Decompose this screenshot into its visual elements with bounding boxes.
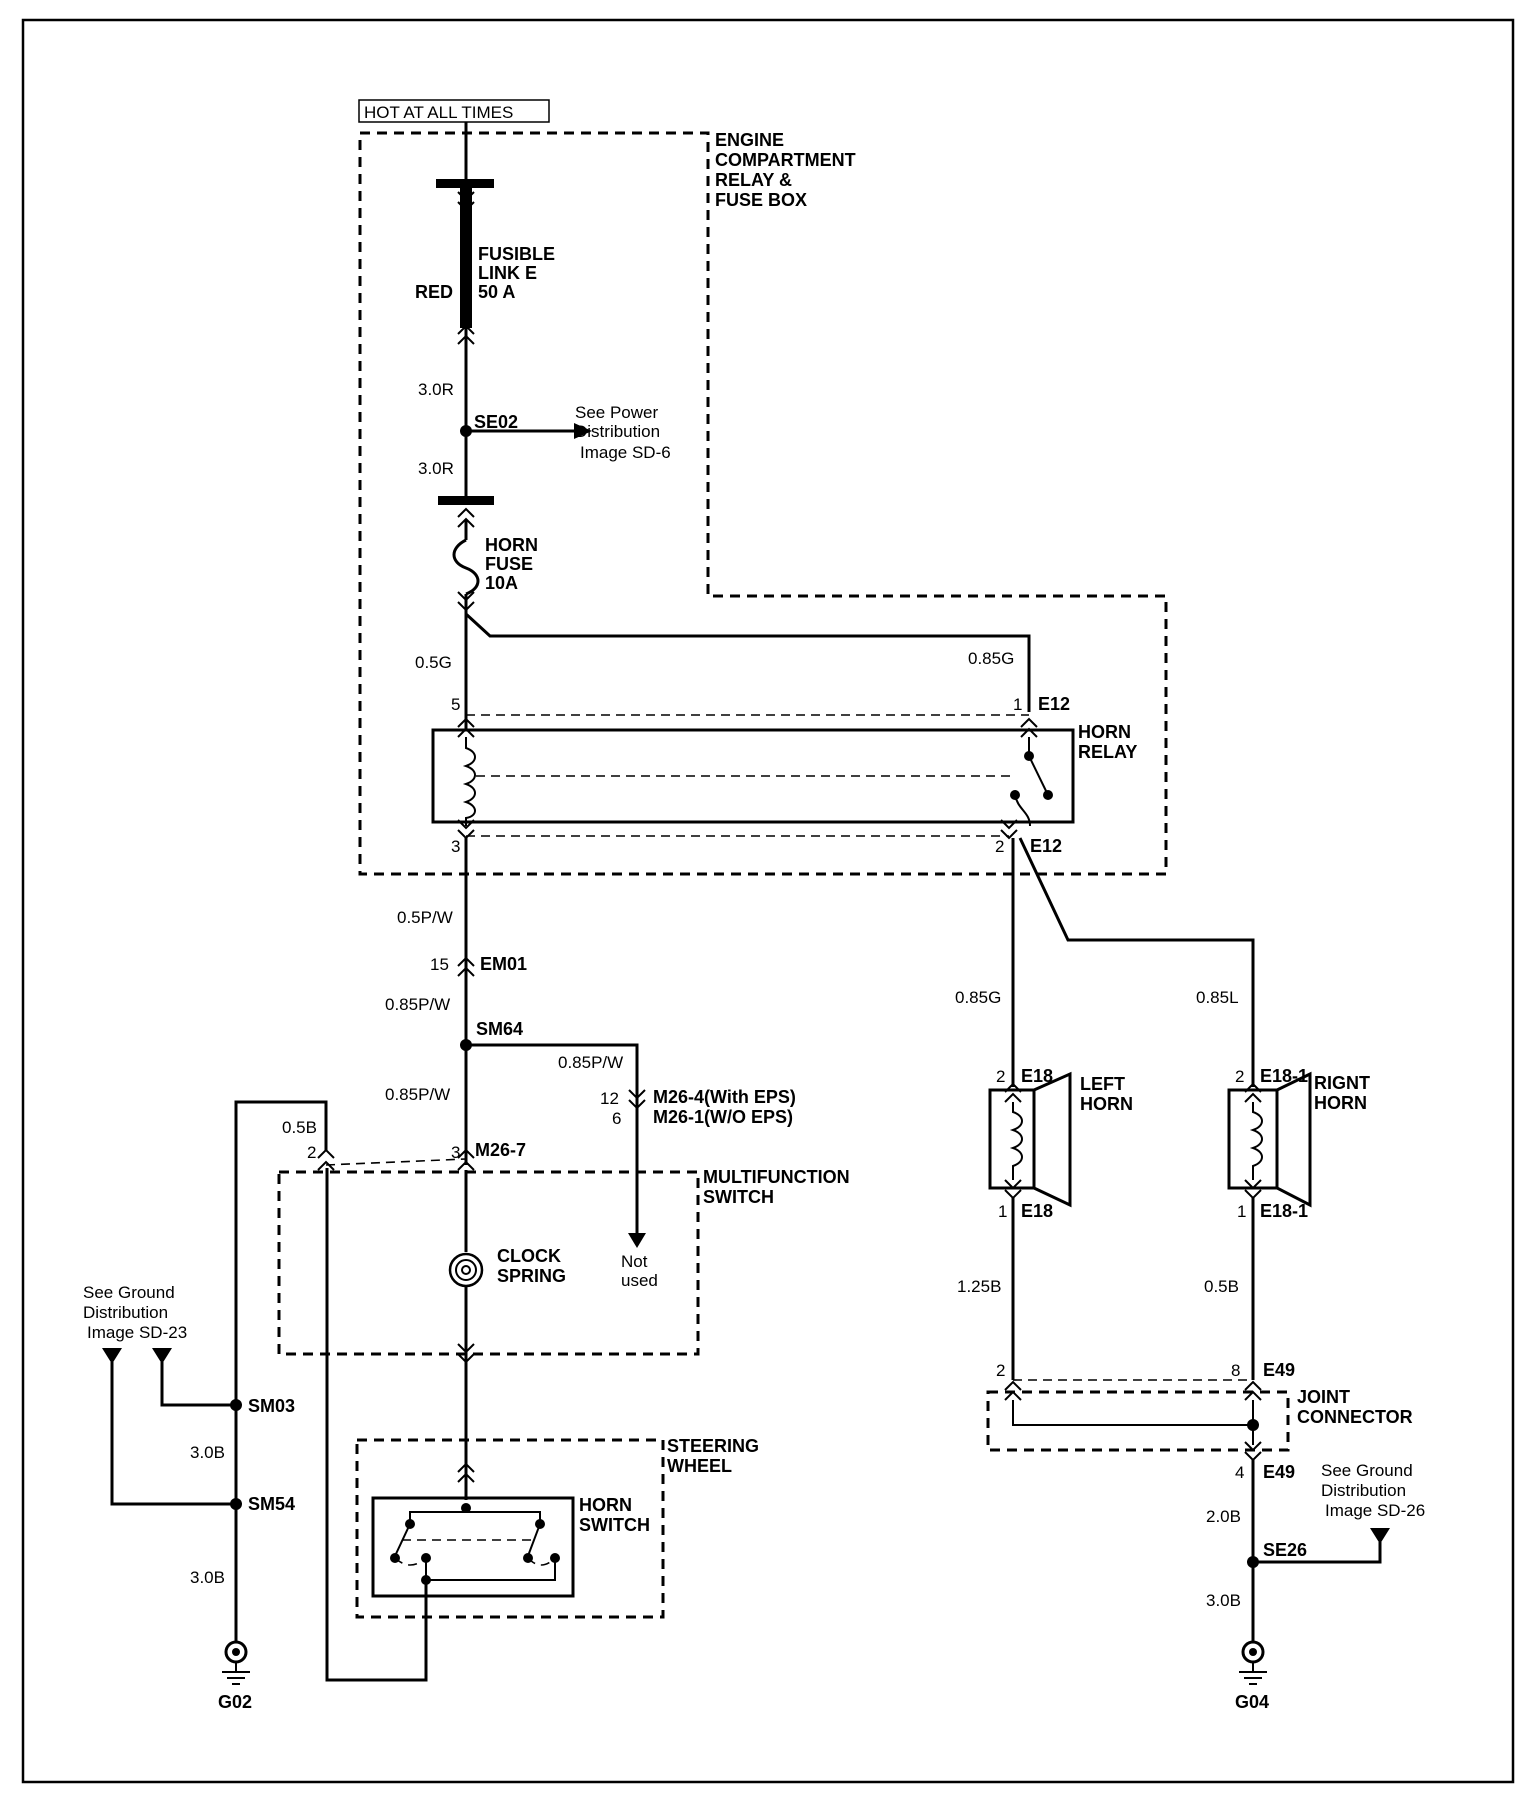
hot-label-box bbox=[358, 99, 550, 123]
horn-switch-box bbox=[371, 1496, 575, 1598]
fusible-link-color: RED bbox=[415, 282, 453, 302]
right-horn-feed-wire bbox=[1018, 837, 1255, 1087]
joint-pin4: 4 bbox=[1235, 1463, 1244, 1482]
wire-label-w17: 3.0B bbox=[1206, 1591, 1241, 1610]
multifunction-label: MULTIFUNCTION SWITCH bbox=[703, 1167, 855, 1207]
left-horn-conn-bot: E18 bbox=[1021, 1201, 1053, 1221]
wire-label-w6: 0.85P/W bbox=[385, 995, 450, 1014]
g04-ground-icon bbox=[1239, 1640, 1267, 1685]
wire-label-w8: 0.85P/W bbox=[558, 1053, 623, 1072]
joint-conn2: E49 bbox=[1263, 1462, 1295, 1482]
not-used-label: Not used bbox=[621, 1252, 658, 1290]
relay-label: HORN RELAY bbox=[1078, 722, 1137, 762]
g02-ground-icon bbox=[222, 1640, 250, 1685]
ground-wire-left bbox=[234, 1100, 328, 1643]
sm03-label: SM03 bbox=[248, 1396, 295, 1416]
right-horn-pin-bot: 1 bbox=[1237, 1202, 1246, 1221]
wire-label-w5: 0.5P/W bbox=[397, 908, 453, 927]
joint-connector-label: JOINT CONNECTOR bbox=[1297, 1387, 1413, 1427]
wire-label-w2: 3.0R bbox=[418, 459, 454, 478]
steering-wheel-box bbox=[355, 1438, 665, 1619]
wire-label-w12: 0.85G bbox=[955, 988, 1001, 1007]
left-horn-label: LEFT HORN bbox=[1080, 1074, 1133, 1114]
joint-bus-wire bbox=[1012, 1400, 1253, 1426]
sm64-label: SM64 bbox=[476, 1019, 523, 1039]
ground-ref-right: See Ground Distribution Image SD-26 bbox=[1321, 1461, 1425, 1520]
wire-label-w16: 2.0B bbox=[1206, 1507, 1241, 1526]
se26-label: SE26 bbox=[1263, 1540, 1307, 1560]
joint-pin8: 8 bbox=[1231, 1361, 1240, 1380]
sm03-splice bbox=[230, 1399, 242, 1411]
relay-pin5: 5 bbox=[451, 695, 460, 714]
wire-label-w3: 0.5G bbox=[415, 653, 452, 672]
wire-label-w9: 0.5B bbox=[282, 1118, 317, 1137]
relay-switch-feed-wire bbox=[464, 612, 1031, 712]
joint-conn: E49 bbox=[1263, 1360, 1295, 1380]
ground-ref-left: See Ground Distribution Image SD-23 bbox=[83, 1283, 187, 1342]
m26-7-pin2: 2 bbox=[307, 1143, 316, 1162]
left-horn-pin-bot: 1 bbox=[998, 1202, 1007, 1221]
multifunction-switch-box bbox=[277, 1170, 700, 1356]
hot-label: HOT AT ALL TIMES bbox=[364, 103, 513, 122]
fusible-link-label: FUSIBLE LINK E 50 A bbox=[478, 244, 560, 302]
relay-conn2: E12 bbox=[1030, 836, 1062, 856]
g04-label: G04 bbox=[1235, 1692, 1269, 1712]
wire-label-w4: 0.85G bbox=[968, 649, 1014, 668]
se02-label: SE02 bbox=[474, 412, 518, 432]
steering-wheel-label: STEERING WHEEL bbox=[667, 1436, 764, 1476]
wire-label-w10: 3.0B bbox=[190, 1443, 225, 1462]
left-horn bbox=[988, 1071, 1072, 1208]
se26-splice bbox=[1247, 1556, 1259, 1568]
g02-label: G02 bbox=[218, 1692, 252, 1712]
wire-label-w1: 3.0R bbox=[418, 380, 454, 399]
right-horn bbox=[1227, 1071, 1312, 1208]
clock-spring-label: CLOCK SPRING bbox=[497, 1246, 566, 1286]
sm54-splice bbox=[230, 1498, 242, 1510]
em01-pin: 15 bbox=[430, 955, 449, 974]
m26-pin12: 12 bbox=[600, 1089, 619, 1108]
horn-switch-return-wire bbox=[325, 1168, 428, 1682]
m26-7-pin3: 3 bbox=[451, 1143, 460, 1162]
right-horn-pin-top: 2 bbox=[1235, 1067, 1244, 1086]
m26-label2: M26-1(W/O EPS) bbox=[653, 1107, 793, 1127]
sm54-label: SM54 bbox=[248, 1494, 295, 1514]
left-horn-pin-top: 2 bbox=[996, 1067, 1005, 1086]
se02-reference: See Power Distribution Image SD-6 bbox=[575, 403, 671, 462]
horn-switch-label: HORN SWITCH bbox=[579, 1495, 650, 1535]
wire-label-w15: 0.5B bbox=[1204, 1277, 1239, 1296]
wire-label-w13: 0.85L bbox=[1196, 988, 1239, 1007]
m26-label1: M26-4(With EPS) bbox=[653, 1087, 796, 1107]
relay-conn1: E12 bbox=[1038, 694, 1070, 714]
joint-pin2: 2 bbox=[996, 1361, 1005, 1380]
left-horn-conn-top: E18 bbox=[1021, 1066, 1053, 1086]
joint-connector-box bbox=[986, 1390, 1290, 1452]
right-horn-label: RIGNT HORN bbox=[1314, 1073, 1375, 1113]
relay-pin1: 1 bbox=[1013, 695, 1022, 714]
engine-box-label: ENGINE COMPARTMENT RELAY & FUSE BOX bbox=[715, 130, 861, 210]
page-frame bbox=[21, 18, 1515, 1784]
right-horn-conn-bot: E18-1 bbox=[1260, 1201, 1308, 1221]
wire-label-w11: 3.0B bbox=[190, 1568, 225, 1587]
wire-label-w7: 0.85P/W bbox=[385, 1085, 450, 1104]
wire-label-w14: 1.25B bbox=[957, 1277, 1001, 1296]
em01-label: EM01 bbox=[480, 954, 527, 974]
m26-7-label: M26-7 bbox=[475, 1140, 526, 1160]
engine-compartment-box bbox=[358, 131, 1168, 876]
m26-pin6: 6 bbox=[612, 1109, 621, 1128]
horn-switch-contacts bbox=[390, 1503, 560, 1585]
main-feed-wire bbox=[436, 122, 494, 730]
relay-pin3: 3 bbox=[451, 837, 460, 856]
relay-pin2: 2 bbox=[995, 837, 1004, 856]
horn-fuse-label: HORN FUSE 10A bbox=[485, 535, 543, 593]
horn-relay bbox=[431, 714, 1075, 840]
clock-spring-icon bbox=[448, 1252, 484, 1288]
right-horn-conn-top: E18-1 bbox=[1260, 1066, 1308, 1086]
